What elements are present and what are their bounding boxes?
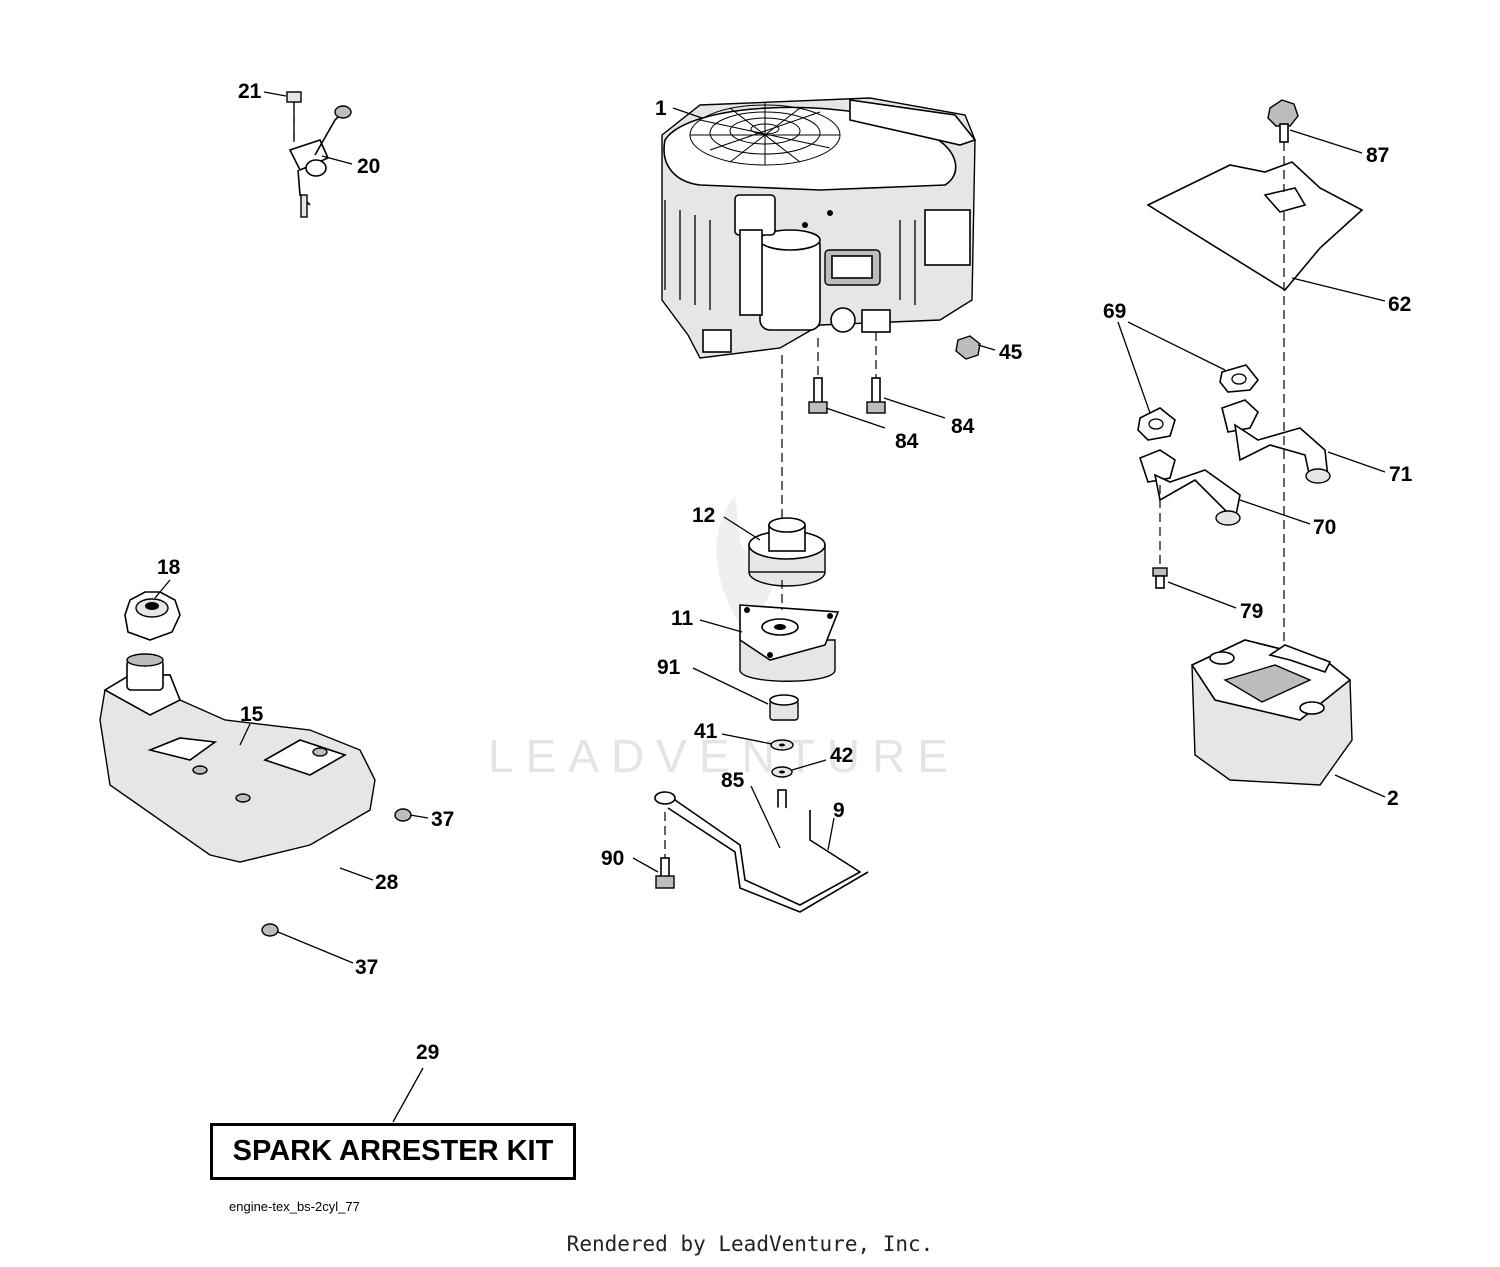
callout-85[interactable]: 85 <box>721 769 745 792</box>
callout-90[interactable]: 90 <box>601 847 624 870</box>
nut-part[interactable] <box>955 335 981 360</box>
hose-clamp-lower-part[interactable] <box>261 923 279 937</box>
engine-part[interactable] <box>661 97 977 359</box>
heat-shield-part[interactable] <box>1146 161 1364 292</box>
watermark: LEADVENTURE <box>488 495 960 782</box>
callout-71[interactable]: 71 <box>1389 463 1413 486</box>
callout-70[interactable]: 70 <box>1313 516 1336 539</box>
throttle-control-part[interactable] <box>288 105 352 218</box>
callout-20[interactable]: 20 <box>357 155 380 178</box>
exhaust-pipe-left-part[interactable] <box>1139 449 1241 526</box>
exhaust-gasket-upper-part[interactable] <box>1219 364 1260 393</box>
callout-45[interactable]: 45 <box>999 341 1023 364</box>
muffler-part[interactable] <box>1190 639 1353 786</box>
callout-18[interactable]: 18 <box>157 556 181 579</box>
bracket-bolt-part[interactable] <box>655 857 675 889</box>
shield-screw-part[interactable] <box>1267 99 1299 143</box>
callout-84-right[interactable]: 84 <box>951 415 975 438</box>
callout-21[interactable]: 21 <box>238 80 262 103</box>
diagram-code: engine-tex_bs-2cyl_77 <box>229 1199 360 1214</box>
hose-clamp-upper-part[interactable] <box>394 808 412 822</box>
callout-37-lower[interactable]: 37 <box>355 956 378 979</box>
callout-labels: 1 2 9 11 12 15 18 20 21 28 29 37 37 41 4… <box>157 80 1413 1064</box>
clutch-part[interactable] <box>739 604 840 682</box>
callout-9[interactable]: 9 <box>833 799 845 822</box>
fuel-line-part[interactable] <box>278 818 400 927</box>
assembly-axes <box>293 102 1285 858</box>
callout-15[interactable]: 15 <box>240 703 264 726</box>
pulley-part[interactable] <box>748 517 826 587</box>
fuel-cap-part[interactable] <box>124 591 181 641</box>
callout-42[interactable]: 42 <box>830 744 853 767</box>
leader-lines <box>154 91 1386 1123</box>
callout-28[interactable]: 28 <box>375 871 399 894</box>
callout-62[interactable]: 62 <box>1388 293 1411 316</box>
bracket-part[interactable] <box>654 791 869 913</box>
callout-79[interactable]: 79 <box>1240 600 1263 623</box>
spacer-part[interactable] <box>769 694 799 721</box>
exhaust-gasket-lower-part[interactable] <box>1137 407 1176 441</box>
callout-1[interactable]: 1 <box>655 97 667 120</box>
fuel-tank-part[interactable] <box>99 653 376 863</box>
callout-91[interactable]: 91 <box>657 656 681 679</box>
callout-41[interactable]: 41 <box>694 720 718 743</box>
callout-87[interactable]: 87 <box>1366 144 1389 167</box>
washer-41-part[interactable] <box>770 739 794 751</box>
engine-bolt-right[interactable] <box>866 377 886 414</box>
callout-37-upper[interactable]: 37 <box>431 808 454 831</box>
callout-2[interactable]: 2 <box>1387 787 1399 810</box>
callout-29[interactable]: 29 <box>416 1041 439 1064</box>
watermark-text: LEADVENTURE <box>488 730 960 782</box>
exhaust-pipe-right-part[interactable] <box>1221 399 1331 484</box>
rendered-by-footer: Rendered by LeadVenture, Inc. <box>566 1232 934 1256</box>
exhaust-screw-part[interactable] <box>1152 567 1168 589</box>
callout-11[interactable]: 11 <box>671 607 694 630</box>
callout-69[interactable]: 69 <box>1103 300 1126 323</box>
callout-12[interactable]: 12 <box>692 504 715 527</box>
washer-42-part[interactable] <box>771 766 793 778</box>
callout-84-left[interactable]: 84 <box>895 430 919 453</box>
spark-arrester-kit-label[interactable]: SPARK ARRESTER KIT <box>210 1123 576 1180</box>
engine-bolt-left[interactable] <box>808 377 828 414</box>
